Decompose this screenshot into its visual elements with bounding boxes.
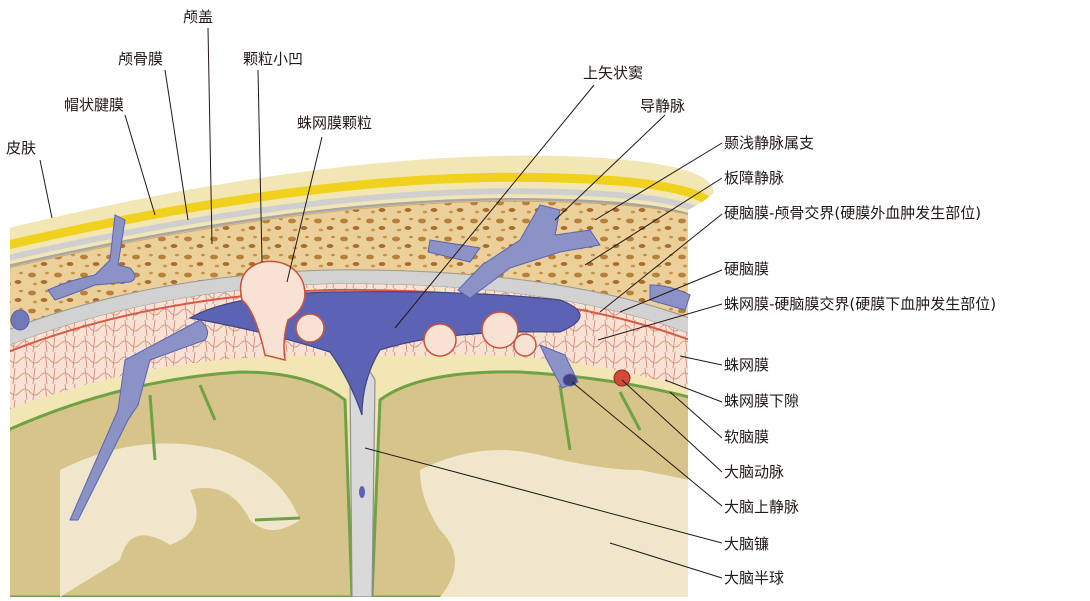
label-dura-mater: 硬脑膜 — [724, 260, 770, 278]
label-arachnoid: 蛛网膜 — [724, 356, 770, 374]
white-matter-right — [420, 450, 690, 597]
white-matter-left — [60, 443, 300, 597]
cerebral-artery-shape — [613, 369, 631, 387]
label-emissary-vein: 导静脉 — [640, 97, 686, 115]
label-superficial-temporal-vein-branch: 颞浅静脉属支 — [724, 134, 815, 152]
label-falx-cerebri: 大脑镰 — [724, 535, 770, 553]
label-dura-skull-interface: 硬脑膜-颅骨交界(硬膜外血肿发生部位) — [724, 204, 982, 222]
label-subarachnoid-space: 蛛网膜下隙 — [724, 392, 800, 410]
label-arachnoid-granulation: 蛛网膜颗粒 — [297, 114, 373, 132]
label-galea: 帽状腱膜 — [64, 96, 125, 114]
label-pia-mater: 软脑膜 — [724, 428, 770, 446]
label-diploic-vein: 板障静脉 — [724, 169, 785, 187]
label-pericranium: 颅骨膜 — [118, 50, 164, 68]
label-granular-foveola: 颗粒小凹 — [243, 50, 304, 68]
label-superior-cerebral-vein: 大脑上静脉 — [724, 498, 800, 516]
label-superior-sagittal-sinus: 上矢状窦 — [583, 64, 644, 82]
leader-lines — [39, 27, 723, 579]
label-cerebral-artery: 大脑动脉 — [724, 463, 785, 481]
arachnoid-granulations — [239, 260, 537, 362]
label-skin: 皮肤 — [6, 139, 37, 157]
arachnoid-line — [10, 288, 701, 353]
label-calvaria: 颅盖 — [183, 8, 214, 26]
pia-sulci — [148, 384, 642, 522]
falx-vessel — [359, 486, 365, 498]
veins — [10, 204, 691, 521]
label-cerebral-hemisphere: 大脑半球 — [724, 569, 785, 587]
label-arachnoid-dura-interface: 蛛网膜-硬脑膜交界(硬膜下血肿发生部位) — [724, 295, 997, 313]
